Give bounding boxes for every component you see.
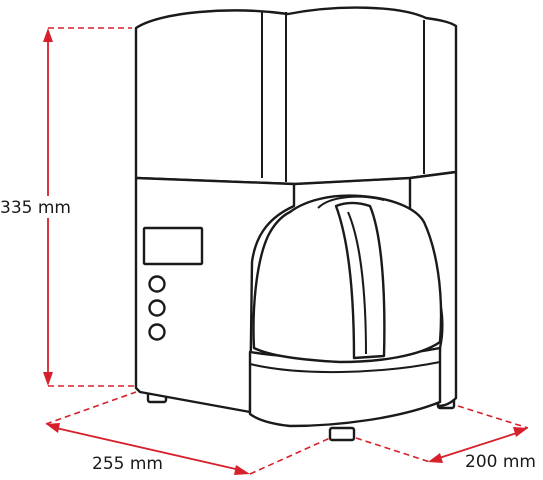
coffee-maker-illustration <box>134 6 458 442</box>
depth-label: 200 mm <box>465 452 536 472</box>
depth-extension-back <box>457 405 529 429</box>
width-extension-right <box>249 437 331 475</box>
width-arrow-left <box>46 423 60 433</box>
depth-arrow-left <box>428 453 443 463</box>
control-button-middle <box>148 299 166 317</box>
width-extension-left <box>45 391 137 425</box>
control-button-bottom <box>148 323 166 341</box>
depth-dimension-line <box>435 431 521 460</box>
display-panel <box>142 226 204 266</box>
width-label: 255 mm <box>92 454 163 474</box>
height-label-background <box>0 196 78 218</box>
height-arrow-bottom <box>43 372 53 386</box>
carafe-handle-inner <box>347 211 367 355</box>
foot-front <box>328 426 356 442</box>
carafe-handle <box>334 201 386 360</box>
water-tank-lid <box>134 6 458 186</box>
depth-arrow-right <box>513 427 528 437</box>
height-arrow-top <box>43 28 53 42</box>
height-label: 335 mm <box>0 198 71 218</box>
base-plate-edge <box>249 361 441 374</box>
carafe-lid <box>317 195 385 209</box>
control-button-top <box>148 275 166 293</box>
width-arrow-right <box>234 465 250 475</box>
depth-extension-front <box>355 437 431 463</box>
width-dimension-line <box>55 427 241 471</box>
